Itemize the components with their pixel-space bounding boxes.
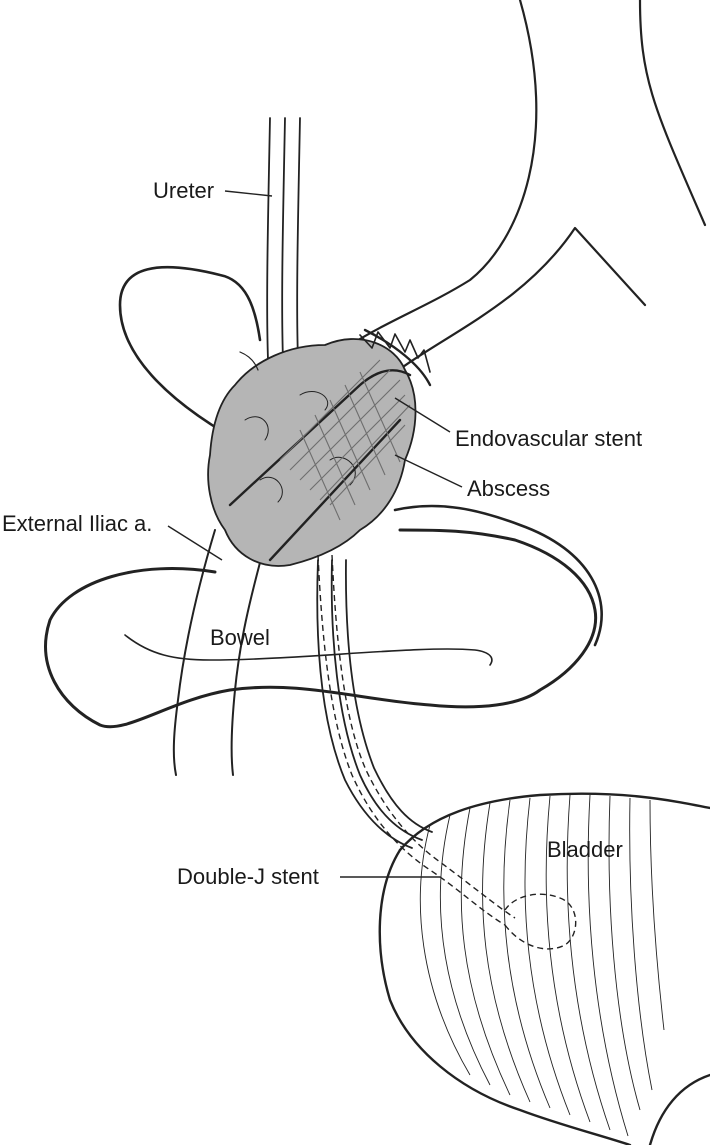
abscess-mass [207,338,417,567]
endovascular-stent [228,328,432,562]
leader-lines [167,190,463,878]
upper-vessel-outline [348,0,707,387]
label-bladder: Bladder [547,837,623,862]
label-endovascular-stent: Endovascular stent [455,426,642,451]
double-j-stent [317,554,577,950]
bladder [378,792,710,1145]
ureter-lower [316,559,433,849]
label-external-iliac: External Iliac a. [2,511,152,536]
label-bowel: Bowel [210,625,270,650]
label-ureter: Ureter [153,178,214,203]
stent-leader [394,397,451,433]
ureter-leader [224,190,273,197]
external-iliac-artery [172,529,263,776]
label-double-j-stent: Double-J stent [177,864,319,889]
bladder-wall-lines [419,794,665,1137]
abscess-leader [394,454,463,488]
background-loop [118,265,603,647]
label-abscess: Abscess [467,476,550,501]
bowel [44,351,598,729]
iliac-leader [167,525,223,561]
